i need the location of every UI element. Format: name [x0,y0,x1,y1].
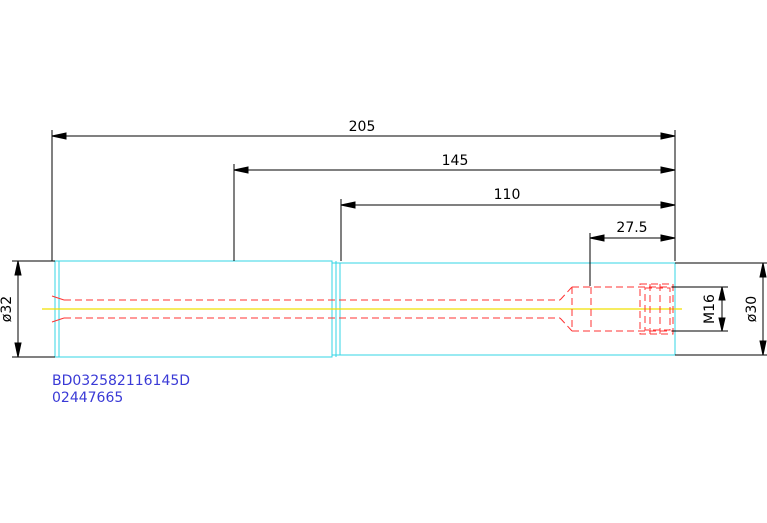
bore-cone-bottom [559,317,573,332]
arrow-d32-top [14,260,22,276]
dim-text-205: 205 [349,119,376,135]
arrow-110-right [660,201,676,209]
dim-text-27-5: 27.5 [616,220,647,236]
arrow-d30-top [759,262,767,278]
arrow-m16-top [718,286,726,301]
arrow-145-left [233,166,249,174]
dim-text-d30: ø30 [744,296,760,322]
arrow-110-left [340,201,356,209]
arrow-d30-bottom [759,340,767,356]
left-countersink [51,295,65,323]
countersink-top [51,295,65,301]
hidden-features [64,283,674,335]
part-code: BD032582116145D [52,373,191,389]
thread-relief-outer [639,283,674,335]
dim-text-110: 110 [494,187,521,203]
arrow-27-5-left [589,234,605,242]
bore-cone-top [559,286,573,301]
arrow-145-right [660,166,676,174]
dim-text-145: 145 [442,153,469,169]
arrow-m16-bottom [718,317,726,332]
arrow-27-5-right [660,234,676,242]
arrow-d32-bottom [14,342,22,358]
dim-text-m16: M16 [702,294,718,324]
part-number: 02447665 [52,390,124,406]
arrow-205-right [660,132,676,140]
arrow-205-left [51,132,67,140]
dim-text-d32: ø32 [0,296,15,322]
dimensions [12,130,767,358]
countersink-bottom [51,317,65,323]
thread-relief-inner [644,287,671,331]
